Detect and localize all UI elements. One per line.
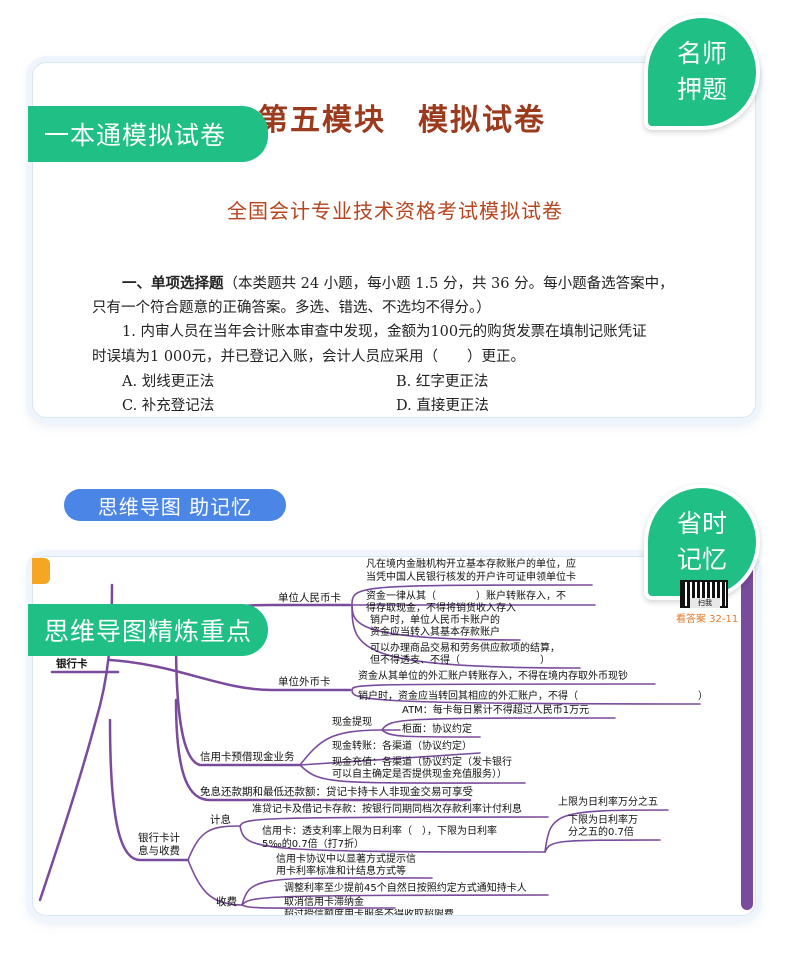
branch-free <box>174 698 472 802</box>
node-cash-transfer: 现金转账：各渠道（协议约定） <box>332 741 472 752</box>
orange-corner-decoration <box>32 558 50 584</box>
purple-edge-decoration <box>741 560 753 910</box>
node-calc: 计息 <box>210 814 231 826</box>
node-interest-a: 银行卡计 <box>138 832 180 844</box>
calc-2b: 5‰的0.7倍（打7折） <box>262 839 365 850</box>
mindmap-root: 银行卡 <box>56 658 88 670</box>
node-credit-cash: 信用卡预借现金业务 <box>200 751 295 763</box>
node-rmb-card: 单位人民币卡 <box>278 592 341 604</box>
bubble-line-1: 名师 <box>676 39 727 68</box>
fx-2: 销户时，资金应当转回其相应的外汇账户，不得（ ） <box>358 691 708 702</box>
rmb-4a: 可以办理商品交易和劳务供应款项的结算， <box>370 643 560 654</box>
mindmap-tab-label: 思维导图精炼重点 <box>28 604 268 656</box>
bubble-line-1: 省时 <box>676 509 727 538</box>
fee-1a: 信用卡协议中以显著方式提示信 <box>276 854 416 865</box>
calc-1: 准贷记卡及借记卡存款：按银行同期同档次存款利率计付利息 <box>252 804 522 815</box>
rmb-3a: 销户时，单位人民币卡账户的 <box>370 615 500 626</box>
section-rule-line-2: 只有一个符合题意的正确答案。多选、错选、不选均不得分。） <box>92 300 491 316</box>
question-1-line-2: 时误填为1 000元，并已登记入账，会计人员应采用（ ）更正。 <box>92 349 526 365</box>
calc-2a: 信用卡：透支利率上限为日利率（ ），下限为日利率 <box>262 826 497 837</box>
exam-tab-label: 一本通模拟试卷 <box>28 106 268 162</box>
lower-limit-b: 分之五的0.7倍 <box>568 827 634 838</box>
node-fx-card: 单位外币卡 <box>278 676 331 688</box>
node-fee: 收费 <box>216 896 237 908</box>
node-free-repay: 免息还款期和最低还款额：贷记卡持卡人非现金交易可享受 <box>200 786 473 798</box>
fee-4: 超过授信额度用卡服务不得收取超限费 <box>284 909 454 915</box>
section-rule-line-1: 一、单项选择题（本类题共 24 小题，每小题 1.5 分，共 36 分。每小题备… <box>122 272 674 293</box>
bubble-line-2: 押题 <box>676 75 727 104</box>
node-interest-b: 息与收费 <box>138 845 180 857</box>
node-cash-withdraw: 现金提现 <box>332 717 372 728</box>
fee-2: 调整利率至少提前45个自然日按照约定方式通知持卡人 <box>284 883 527 894</box>
rmb-2a: 资金一律从其（ ）账户转账存入，不 <box>366 591 566 602</box>
exam-title: 全国会计专业技术资格考试模拟试卷 <box>227 199 563 223</box>
node-cash-recharge-b: 可以自主确定是否提供现金充值服务）） <box>332 769 507 780</box>
section-rule-1: （本类题共 24 小题，每小题 1.5 分，共 36 分。每小题备选答案中， <box>223 276 674 292</box>
branch-credit <box>174 638 302 767</box>
option-b: B. 红字更正法 <box>396 374 489 390</box>
fx-1: 资金从其单位的外汇账户转账存入，不得在境内存取外币现钞 <box>358 671 628 682</box>
option-a: A. 划线更正法 <box>122 374 215 390</box>
bubble-exam-tips: 名师 押题 <box>644 14 760 130</box>
module-title: 第五模块 模拟试卷 <box>258 103 546 138</box>
fee-3: 取消信用卡滞纳金 <box>284 897 364 908</box>
lower-limit-a: 下限为日利率万 <box>568 815 638 826</box>
section-heading: 一、单项选择题 <box>122 276 224 292</box>
question-1-line-1: 1. 内审人员在当年会计账本审查中发现，金额为100元的购货发票在填制记账凭证 <box>122 324 647 340</box>
node-atm: ATM：每卡每日累计不得超过人民币1万元 <box>402 705 590 716</box>
rmb-4b: 但不得透支、不得（ ） <box>370 655 550 666</box>
upper-limit: 上限为日利率万分之五 <box>558 797 658 808</box>
answer-reference: 看答案 32-11 <box>676 614 739 625</box>
rmb-2b: 得存取现金，不得将销货收入存入 <box>366 603 516 614</box>
option-d: D. 直接更正法 <box>396 398 489 414</box>
fee-1b: 用卡利率标准和计结息方式等 <box>276 866 406 877</box>
option-c: C. 补充登记法 <box>122 398 215 414</box>
rmb-3b: 资金应当转入其基本存款账户 <box>370 627 500 638</box>
rmb-1a: 凡在境内金融机构开立基本存款账户的单位，应 <box>366 559 576 570</box>
qr-label: 扫我 <box>690 598 720 608</box>
node-counter: 柜面：协议约定 <box>402 724 472 735</box>
bubble-line-2: 记忆 <box>676 545 727 574</box>
node-cash-recharge-a: 现金充值：各渠道（协议约定（发卡银行 <box>332 757 512 768</box>
branch-interest <box>108 718 190 862</box>
mindmap-pill: 思维导图 助记忆 <box>64 489 286 521</box>
rmb-1b: 当凭中国人民银行核发的开户许可证申领单位卡 <box>366 572 576 583</box>
branch-fx <box>108 658 352 692</box>
